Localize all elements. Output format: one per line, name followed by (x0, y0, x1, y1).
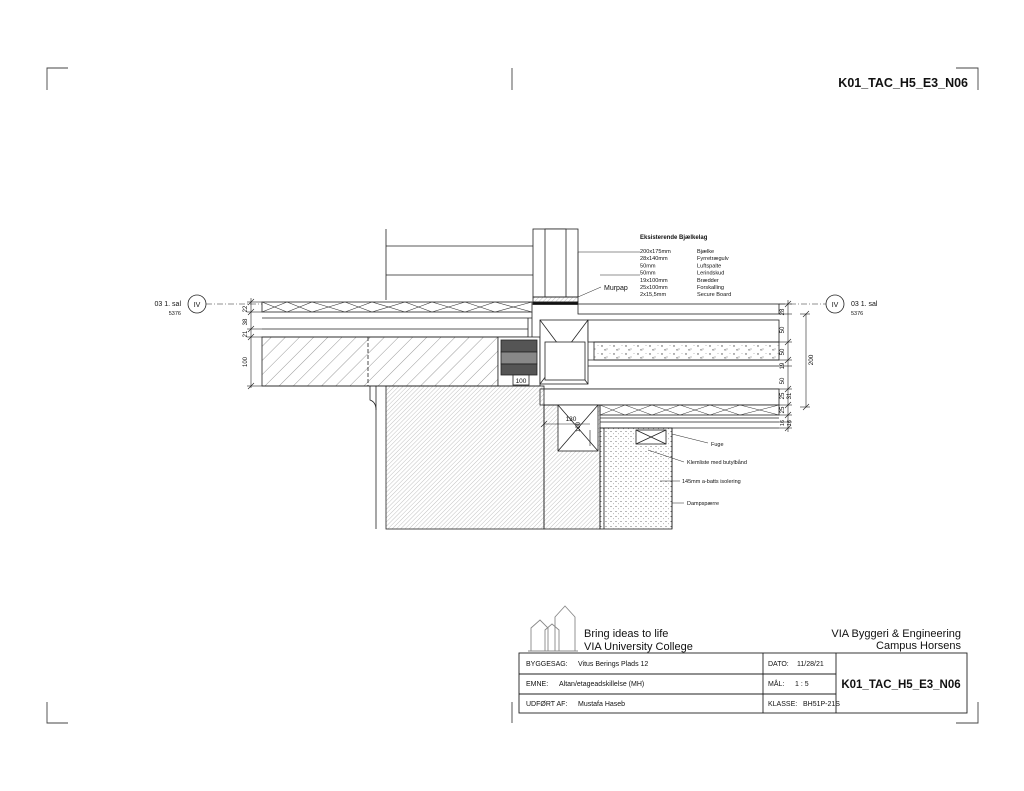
slogan-line-1: Bring ideas to life (584, 628, 668, 640)
junction-block: 100 (497, 312, 541, 387)
level-left-name: 03 1. sal (155, 301, 182, 308)
level-right-name: 03 1. sal (851, 301, 878, 308)
dim-left-22: 22 (243, 305, 249, 312)
via-logo (528, 605, 578, 652)
annotations (577, 286, 709, 504)
title-block: Bring ideas to life VIA University Colle… (518, 605, 968, 714)
legend-row-dim: 25x100mm (640, 285, 668, 291)
label-isolering: 145mm a-batts isolering (682, 479, 741, 485)
legend-row-dim: 50mm (640, 271, 656, 277)
legend-row-name: Lerindskud (697, 271, 724, 277)
label-klemliste: Klemliste med butylbånd (687, 459, 747, 466)
dim-right-50a: 50 (780, 326, 786, 333)
klasse-label: KLASSE: (768, 701, 797, 708)
level-right-marker: IV (832, 302, 839, 309)
level-marker-left: IV 03 1. sal 5376 (155, 294, 262, 317)
label-murpap: Murpap (604, 285, 628, 292)
dato-value: 11/28/21 (797, 661, 824, 668)
level-marker-right: IV 03 1. sal 5376 (779, 294, 878, 317)
sheet-code-title-block: K01_TAC_H5_E3_N06 (841, 679, 960, 691)
existing-beam (539, 319, 589, 385)
title-block-grid (518, 652, 968, 714)
dim-right-50b: 50 (780, 348, 786, 355)
label-fuge: Fuge (711, 442, 724, 448)
byggesag-value: Vitus Berings Plads 12 (578, 661, 648, 668)
slogan-line-2: VIA University College (584, 641, 693, 653)
dim-right-19: 19 (780, 362, 786, 369)
legend-row-dim: 2x15,5mm (640, 292, 666, 298)
dim-left-38: 38 (243, 318, 249, 325)
level-left-marker: IV (194, 302, 201, 309)
legend-row-name: Secure Board (697, 292, 731, 298)
level-left-elevation: 5376 (169, 311, 181, 317)
dim-right-total: 200 (808, 354, 815, 365)
dato-label: DATO: (768, 661, 789, 668)
dim-block: 100 (516, 378, 527, 385)
emne-label: EMNE: (526, 681, 548, 688)
byggesag-label: BYGGESAG: (526, 661, 568, 668)
dim-right-50c: 50 (780, 377, 786, 384)
legend-row-name: Fyrretrægulv (697, 256, 729, 262)
dimension-chain-left (247, 298, 262, 390)
maal-value: 1 : 5 (795, 681, 809, 688)
level-right-elevation: 5376 (851, 311, 863, 317)
sheet-code-top: K01_TAC_H5_E3_N06 (838, 76, 968, 90)
klasse-value: BH51P-21S (803, 701, 840, 708)
dim-right-25b: 25 (780, 406, 786, 413)
construction-detail: 100 (155, 228, 878, 530)
maal-label: MÅL: (768, 679, 784, 688)
dim-right-25: 25 (780, 392, 786, 399)
udfort-label: UDFØRT AF: (526, 701, 567, 708)
dimension-chain-right (779, 300, 810, 432)
dim-right-16a: 16 (780, 420, 786, 426)
udfort-value: Mustafa Haseb (578, 701, 625, 708)
existing-floor-legend: Eksisterende Bjælkelag 200x175mm Bjælke 28… (577, 235, 731, 298)
lower-wall (369, 385, 673, 530)
company-line-2: Campus Horsens (876, 640, 961, 652)
emne-value: Altan/etageadskillelse (MH) (559, 681, 644, 688)
floor-layers-right (539, 303, 780, 429)
legend-row-dim: 19x100mm (640, 278, 668, 284)
legend-row-dim: 200x175mm (640, 249, 671, 255)
legend-title: Eksisterende Bjælkelag (640, 235, 708, 241)
legend-row-name: Forskalling (697, 285, 724, 291)
legend-row-name: Luftspalte (697, 263, 721, 269)
label-dampspaerre: Dampspærre (687, 501, 719, 507)
company-line-1: VIA Byggeri & Engineering (831, 628, 961, 640)
corner-dimensions (540, 420, 591, 446)
upper-wall (385, 228, 579, 305)
dim-corner-height: 100 (576, 421, 582, 432)
legend-row-dim: 50mm (640, 263, 656, 269)
legend-row-name: Bjælke (697, 249, 714, 255)
dim-left-21: 21 (243, 330, 249, 337)
dim-right-28: 28 (780, 308, 786, 315)
dim-corner-width: 130 (566, 416, 577, 423)
dim-right-16b: 16 (787, 420, 793, 426)
dim-left-100: 100 (243, 356, 249, 367)
dim-right-31: 31 (787, 392, 793, 399)
balcony-slab-left (261, 301, 533, 387)
crop-marks (46, 67, 979, 724)
legend-row-name: Brædder (697, 278, 719, 284)
legend-row-dim: 28x140mm (640, 256, 668, 262)
